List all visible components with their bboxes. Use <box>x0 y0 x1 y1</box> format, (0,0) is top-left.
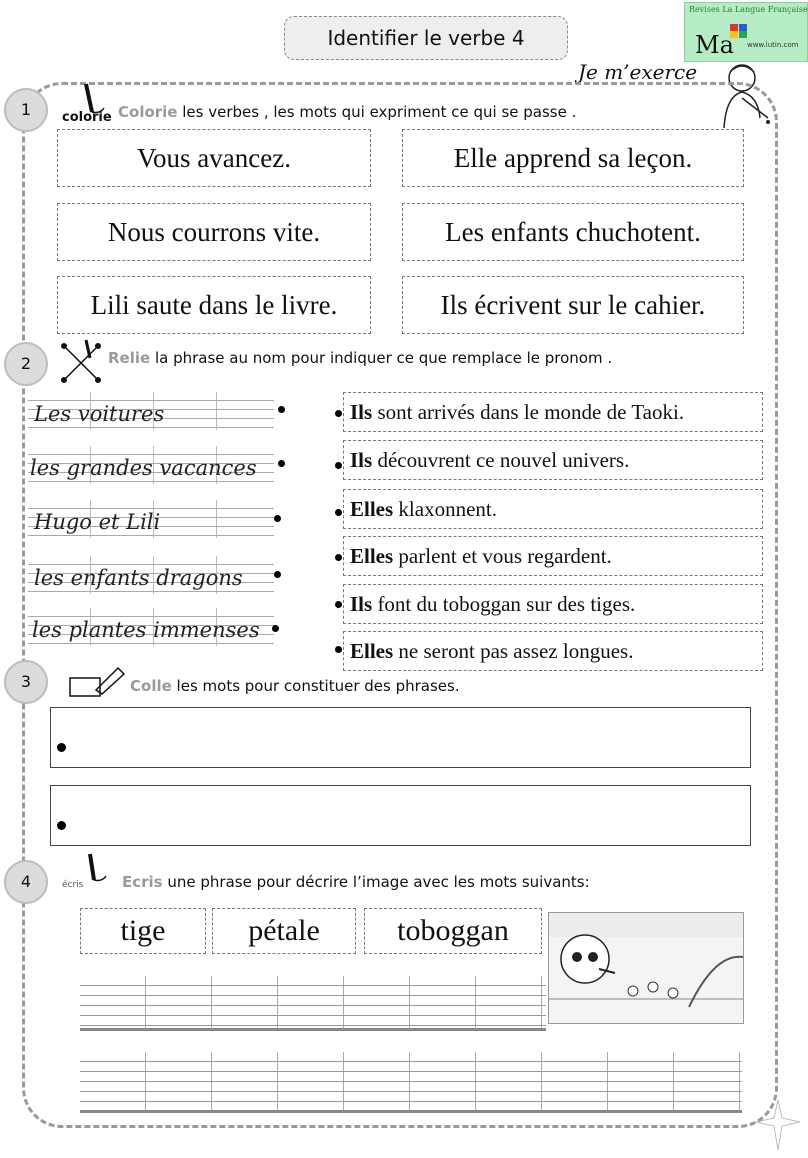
section4-instruction-text: une phrase pour décrire l’image avec les… <box>162 873 590 891</box>
noun-line: les enfants dragons <box>28 556 274 594</box>
sentence-rest: font du toboggan sur des tiges. <box>372 592 636 616</box>
glue-box[interactable] <box>50 707 751 768</box>
pronoun: Ils <box>350 592 373 616</box>
word-card[interactable]: tige <box>80 908 206 954</box>
section-number-3: 3 <box>4 660 48 704</box>
noun-dot[interactable] <box>274 571 281 578</box>
pronoun-sentence[interactable]: Elles parlent et vous regardent. <box>343 536 763 576</box>
logo-url: www.lutin.com <box>747 41 799 49</box>
colorie-icon: colorie <box>60 82 116 126</box>
writing-lines[interactable] <box>80 976 546 1031</box>
noun-label: Hugo et Lili <box>34 510 161 534</box>
page-title: Identifier le verbe 4 <box>284 16 568 60</box>
puzzle-icon <box>730 24 747 38</box>
pronoun-sentence[interactable]: Ils font du toboggan sur des tiges. <box>343 584 763 624</box>
sentence-dot[interactable] <box>335 646 342 653</box>
section1-instruction-text: les verbes , les mots qui expriment ce q… <box>177 103 577 121</box>
noun-label: Les voitures <box>34 402 165 426</box>
sentence-dot[interactable] <box>335 462 342 469</box>
sentence-card[interactable]: Ils écrivent sur le cahier. <box>402 276 744 334</box>
pronoun: Elles <box>350 639 394 663</box>
sentence-card[interactable]: Elle apprend sa leçon. <box>402 129 744 187</box>
glue-box[interactable] <box>50 785 751 846</box>
section2-instruction-text: la phrase au nom pour indiquer ce que re… <box>150 349 613 367</box>
word-card[interactable]: toboggan <box>364 908 542 954</box>
noun-line: Hugo et Lili <box>28 500 274 538</box>
sentence-rest: klaxonnent. <box>393 497 497 521</box>
noun-dot[interactable] <box>278 406 285 413</box>
glue-dot <box>57 821 66 830</box>
section2-instruction: Relie la phrase au nom pour indiquer ce … <box>108 349 612 367</box>
pronoun: Ils <box>350 448 373 472</box>
noun-line: Les voitures <box>28 392 274 430</box>
pronoun-sentence[interactable]: Elles klaxonnent. <box>343 489 763 529</box>
noun-label: les grandes vacances <box>30 456 257 480</box>
site-logo: Revises La Langue Française Ma www.lutin… <box>684 2 808 62</box>
glue-dot <box>57 743 66 752</box>
link-cross-icon <box>61 339 101 383</box>
noun-line: les grandes vacances <box>28 446 274 484</box>
pronoun-sentence[interactable]: Elles ne seront pas assez longues. <box>343 631 763 671</box>
noun-dot[interactable] <box>274 515 281 522</box>
exercise-frame <box>22 82 778 1128</box>
sentence-rest: découvrent ce nouvel univers. <box>372 448 630 472</box>
noun-line: les plantes immenses <box>28 608 274 646</box>
section-number-1: 1 <box>4 88 48 132</box>
sentence-dot[interactable] <box>335 410 342 417</box>
noun-dot[interactable] <box>278 460 285 467</box>
glue-icon <box>69 666 126 697</box>
pronoun-sentence[interactable]: Ils sont arrivés dans le monde de Taoki. <box>343 392 763 432</box>
write-icon: écris <box>60 852 116 892</box>
taoki-illustration <box>548 912 744 1024</box>
page-subtitle: Je m’exerce <box>578 60 698 84</box>
write-icon-label: écris <box>62 880 84 890</box>
sentence-card[interactable]: Nous courrons vite. <box>57 203 371 261</box>
section4-keyword: Ecris <box>122 873 163 891</box>
pronoun: Elles <box>350 544 394 568</box>
section1-instruction: Colorie les verbes , les mots qui exprim… <box>118 103 576 121</box>
section3-instruction-text: les mots pour constituer des phrases. <box>171 677 460 695</box>
sentence-rest: sont arrivés dans le monde de Taoki. <box>372 400 685 424</box>
logo-ma: Ma <box>695 31 734 59</box>
sentence-dot[interactable] <box>335 554 342 561</box>
section3-keyword: Colle <box>130 677 172 695</box>
noun-label: les plantes immenses <box>32 618 260 642</box>
pronoun: Elles <box>350 497 394 521</box>
noun-dot[interactable] <box>272 625 279 632</box>
writing-lines[interactable] <box>80 1052 742 1113</box>
sentence-rest: ne seront pas assez longues. <box>393 639 634 663</box>
logo-text: Revises La Langue Française <box>689 5 808 14</box>
word-card[interactable]: pétale <box>212 908 356 954</box>
noun-label: les enfants dragons <box>34 566 243 590</box>
star-decoration-icon <box>755 1099 801 1151</box>
section3-instruction: Colle les mots pour constituer des phras… <box>130 677 460 695</box>
section-number-4: 4 <box>4 860 48 904</box>
section-number-2: 2 <box>4 342 48 386</box>
sentence-rest: parlent et vous regardent. <box>393 544 612 568</box>
colorie-icon-label: colorie <box>62 110 112 125</box>
pronoun: Ils <box>350 400 373 424</box>
sentence-dot[interactable] <box>335 509 342 516</box>
sentence-card[interactable]: Lili saute dans le livre. <box>57 276 371 334</box>
section1-keyword: Colorie <box>118 103 178 121</box>
sentence-card[interactable]: Vous avancez. <box>57 129 371 187</box>
pronoun-sentence[interactable]: Ils découvrent ce nouvel univers. <box>343 440 763 480</box>
section2-keyword: Relie <box>108 349 151 367</box>
sentence-card[interactable]: Les enfants chuchotent. <box>402 203 744 261</box>
section4-instruction: Ecris une phrase pour décrire l’image av… <box>122 873 590 891</box>
sentence-dot[interactable] <box>335 601 342 608</box>
